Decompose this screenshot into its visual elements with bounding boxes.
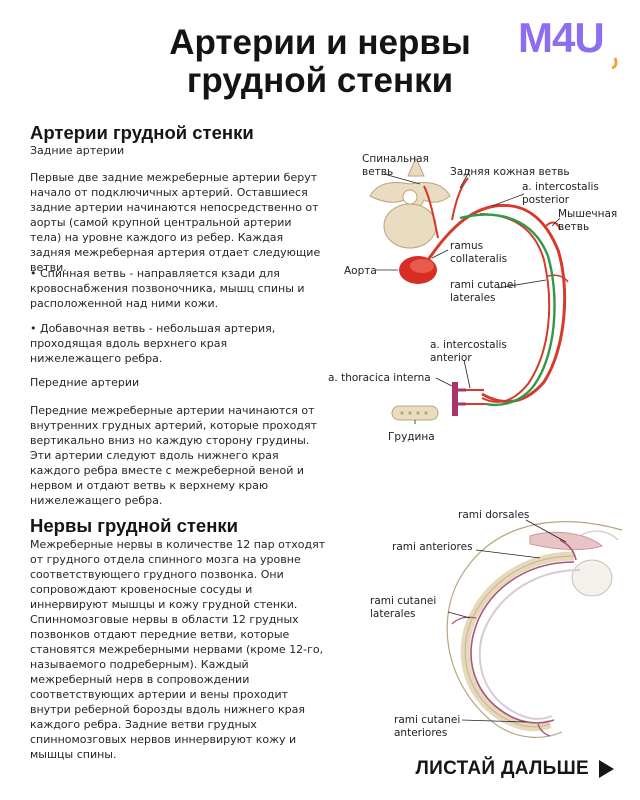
label-ic-anterior-2: anterior xyxy=(430,352,472,364)
arteries-diagram: Спинальная ветвь Задняя кожная ветвь a. … xyxy=(328,153,617,443)
label-rami-cut-ant-1: rami cutanei xyxy=(394,714,460,726)
section-arteries-heading: Артерии грудной стенки xyxy=(30,122,254,143)
diagram2-leader-lines xyxy=(447,519,567,723)
intercostal-nerve-path xyxy=(470,561,575,724)
nerves-diagram: rami dorsales rami anteriores rami cutan… xyxy=(370,509,623,739)
intercostal-nerve xyxy=(459,213,556,407)
diagram1-leader-lines xyxy=(376,169,561,424)
aorta-illustration xyxy=(399,256,437,284)
label-spinal-branch-2: ветвь xyxy=(362,166,393,178)
label-rami-cut-lat-2: laterales xyxy=(370,608,416,620)
spinal-branch-artery xyxy=(423,185,439,239)
label-ramus-collateralis-1: ramus xyxy=(450,240,483,252)
thoracic-segment-illustration xyxy=(446,521,623,738)
label-posterior-cutaneous: Задняя кожная ветвь xyxy=(450,166,570,178)
logo-text: M4U xyxy=(518,14,605,61)
label-rami-cut-lat-1: rami cutanei xyxy=(450,279,516,291)
page-title: Артерии и нервы грудной стенки xyxy=(169,23,471,100)
label-ramus-collateralis-2: collateralis xyxy=(450,253,507,265)
label-sternum: Грудина xyxy=(388,431,435,443)
posterior-arteries-subheading: Задние артерии xyxy=(30,144,125,157)
dorsal-ramus-path xyxy=(559,539,577,561)
section-nerves-heading: Нервы грудной стенки xyxy=(30,515,239,536)
label-ic-posterior-1: a. intercostalis xyxy=(522,181,599,193)
brand-logo: M4U xyxy=(518,14,634,70)
label-muscular-2: ветвь xyxy=(558,221,589,233)
paragraph-spinal-branch: • Спинная ветвь - направляется кзади для… xyxy=(30,267,305,310)
sternum-illustration xyxy=(391,405,439,421)
label-muscular-1: Мышечная xyxy=(558,208,617,220)
paragraph-intercostal-nerves: Межреберные нервы в количестве 12 пар от… xyxy=(30,538,326,761)
label-rami-anteriores: rami anteriores xyxy=(392,541,473,553)
posterior-intercostal-artery xyxy=(426,203,567,404)
paragraph-collateral-branch: • Добавочная ветвь - небольшая артерия, … xyxy=(30,322,276,365)
label-thoracica-interna: a. thoracica interna xyxy=(328,372,431,384)
next-page-label: ЛИСТАЙ ДАЛЬШЕ xyxy=(415,758,589,779)
paragraph-anterior-arteries: Передние межреберные артерии начинаются … xyxy=(30,404,318,507)
internal-thoracic-artery xyxy=(452,382,466,416)
label-rami-cut-lat-1: rami cutanei xyxy=(370,595,436,607)
lateral-cutaneous-artery-branch xyxy=(547,274,569,283)
label-rami-cut-lat-2: laterales xyxy=(450,292,496,304)
label-ic-posterior-2: posterior xyxy=(522,194,570,206)
label-rami-dorsales: rami dorsales xyxy=(458,509,529,521)
play-arrow-icon xyxy=(599,760,614,778)
vertebra-illustration xyxy=(369,156,451,249)
label-spinal-branch-1: Спинальная xyxy=(362,153,429,165)
paragraph-posterior-origin: Первые две задние межреберные артерии бе… xyxy=(30,171,321,274)
label-rami-cut-ant-2: anteriores xyxy=(394,727,447,739)
label-ic-anterior-1: a. intercostalis xyxy=(430,339,507,351)
anterior-arteries-subheading: Передние артерии xyxy=(30,376,140,389)
collateral-branch xyxy=(479,213,551,404)
muscular-branch xyxy=(545,221,561,231)
next-page-button[interactable]: ЛИСТАЙ ДАЛЬШЕ xyxy=(416,758,614,780)
label-aorta: Аорта xyxy=(344,265,377,277)
posterior-cutaneous-branch xyxy=(451,177,469,221)
logo-tooth-icon xyxy=(611,57,618,70)
